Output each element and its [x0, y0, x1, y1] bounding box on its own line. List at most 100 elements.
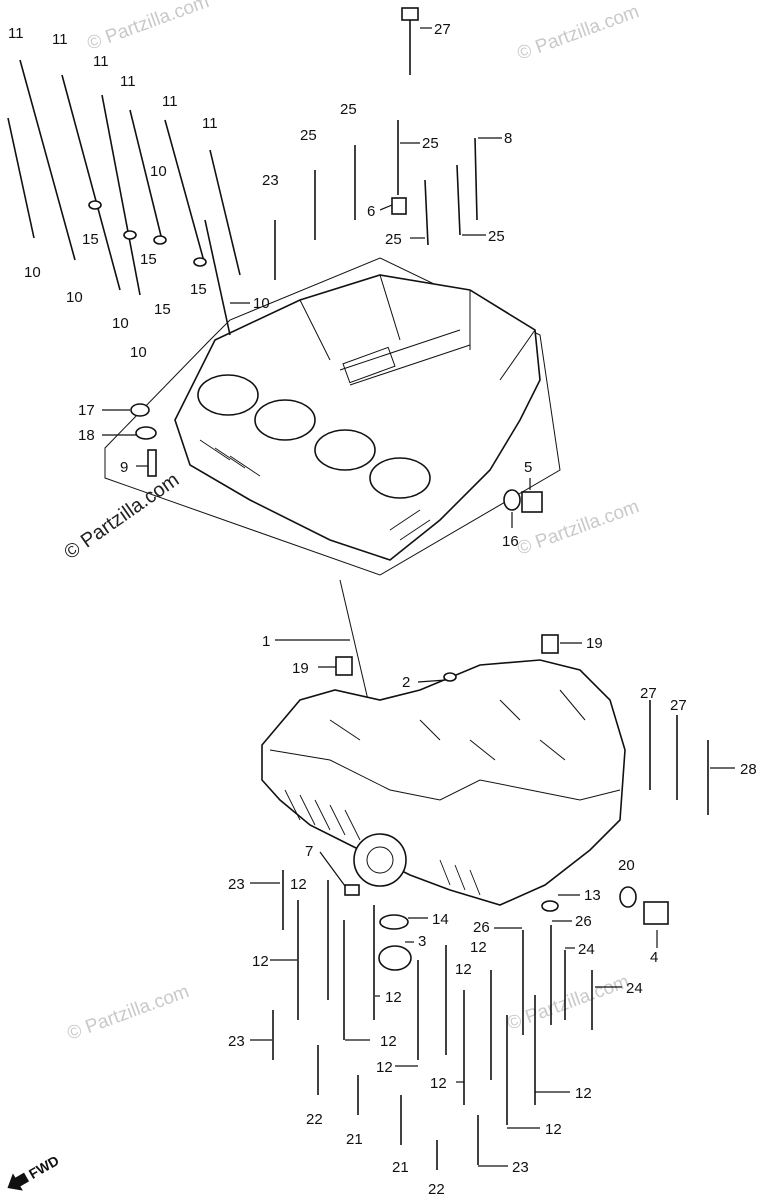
callout-24-a: 24: [578, 941, 595, 958]
oil-strainer-center: [366, 846, 394, 874]
plug-5: [521, 491, 543, 513]
forward-arrow-icon: [7, 1172, 30, 1191]
callout-16: 16: [502, 533, 519, 550]
callout-3: 3: [418, 933, 426, 950]
stud-bolts: [7, 59, 241, 336]
oring-14: [379, 914, 409, 930]
part-6-clip: [391, 197, 407, 215]
top-bolts: [274, 7, 478, 280]
bolt-25-e: [456, 164, 461, 236]
callout-25-c: 25: [422, 135, 439, 152]
nut-17: [130, 403, 150, 417]
callout-12-c: 12: [252, 953, 269, 970]
dowel-rings: [88, 200, 207, 267]
forward-label: FWD: [26, 1152, 62, 1182]
callout-1: 1: [262, 633, 270, 650]
dowel-19-right: [541, 634, 559, 654]
watermark-top-right: © Partzilla.com: [515, 1, 642, 65]
callout-12-a: 12: [290, 876, 307, 893]
callout-17: 17: [78, 402, 95, 419]
callout-26-a: 26: [473, 919, 490, 936]
lower-case-body: [261, 659, 626, 906]
stud-bolt-g: [209, 149, 241, 276]
dowel-ring-a: [88, 200, 102, 210]
stud-bolt-d: [101, 94, 141, 296]
dowel-ring-d: [193, 257, 207, 267]
dowel-ring-b: [123, 230, 137, 240]
upper-case-body: [174, 274, 541, 561]
bottom-bolts: [272, 870, 593, 1170]
dowel-19-left: [335, 656, 353, 676]
callout-2: 2: [402, 674, 410, 691]
callout-12-b: 12: [470, 939, 487, 956]
callout-11-e: 11: [162, 93, 178, 110]
side-parts-lower: [335, 634, 709, 971]
callout-10-c: 10: [66, 289, 83, 306]
callout-12-j: 12: [545, 1121, 562, 1138]
callout-11-d: 11: [120, 73, 136, 90]
callout-24-b: 24: [626, 980, 643, 997]
plate-7: [344, 884, 360, 896]
cylinder-bore-2: [254, 399, 316, 441]
callout-11-a: 11: [8, 25, 24, 42]
callout-27-b: 27: [670, 697, 687, 714]
stud-bolt-a: [7, 117, 35, 239]
callout-9: 9: [120, 459, 128, 476]
callout-18: 18: [78, 427, 95, 444]
washer-18: [135, 426, 157, 440]
callout-15-a: 15: [82, 231, 99, 248]
cylinder-bore-4: [369, 457, 431, 499]
callout-23-top: 23: [262, 172, 279, 189]
upper-crankcase: [104, 257, 561, 576]
callout-15-d: 15: [154, 301, 171, 318]
stud-bolt-e: [129, 109, 163, 241]
callout-23-c: 23: [228, 1033, 245, 1050]
callout-12-e: 12: [385, 989, 402, 1006]
callout-26-b: 26: [575, 913, 592, 930]
callout-22-b: 22: [428, 1181, 445, 1198]
callout-6: 6: [367, 203, 375, 220]
callout-21-b: 21: [392, 1159, 409, 1176]
bolt-25-d: [424, 179, 429, 246]
stud-bolt-f: [164, 119, 206, 266]
callout-15-c: 15: [190, 281, 207, 298]
callout-4: 4: [650, 949, 658, 966]
callout-25-b: 25: [300, 127, 317, 144]
callout-13: 13: [584, 887, 601, 904]
callout-25-a: 25: [340, 101, 357, 118]
lower-crankcase: [261, 659, 626, 906]
callout-labels: 27 11 11 11 11 11 11 25 25 25 8 23 10 6 …: [8, 21, 757, 1198]
stud-bolt-c: [61, 74, 121, 291]
watermark-bottom-left: © Partzilla.com: [65, 981, 192, 1045]
callout-12-i: 12: [575, 1085, 592, 1102]
stud-9: [147, 449, 157, 477]
callout-12-g: 12: [376, 1059, 393, 1076]
callout-12-f: 12: [380, 1033, 397, 1050]
lower-case-shading: [284, 789, 481, 896]
callout-28: 28: [740, 761, 757, 778]
lower-case-mating-line: [269, 749, 621, 801]
upper-case-ribs: [299, 274, 536, 386]
callout-12-d: 12: [455, 961, 472, 978]
callout-10-d: 10: [253, 295, 270, 312]
bolt-8: [474, 137, 478, 221]
callout-14: 14: [432, 911, 449, 928]
bolt-27-top-head: [401, 7, 419, 21]
callout-11-f: 11: [202, 115, 218, 132]
callout-27-a: 27: [640, 685, 657, 702]
lower-case-webs: [329, 689, 586, 761]
callout-12-h: 12: [430, 1075, 447, 1092]
callout-10-a: 10: [150, 163, 167, 180]
forward-indicator: FWD: [7, 1152, 62, 1191]
callout-25-e: 25: [488, 228, 505, 245]
callout-19-right: 19: [586, 635, 603, 652]
dowel-ring-c: [153, 235, 167, 245]
upper-case-boss: [342, 346, 396, 384]
callout-8: 8: [504, 130, 512, 147]
callout-19-left: 19: [292, 660, 309, 677]
callout-5: 5: [524, 459, 532, 476]
callout-23-b: 23: [228, 876, 245, 893]
callout-7: 7: [305, 843, 313, 860]
callout-10-b: 10: [24, 264, 41, 281]
